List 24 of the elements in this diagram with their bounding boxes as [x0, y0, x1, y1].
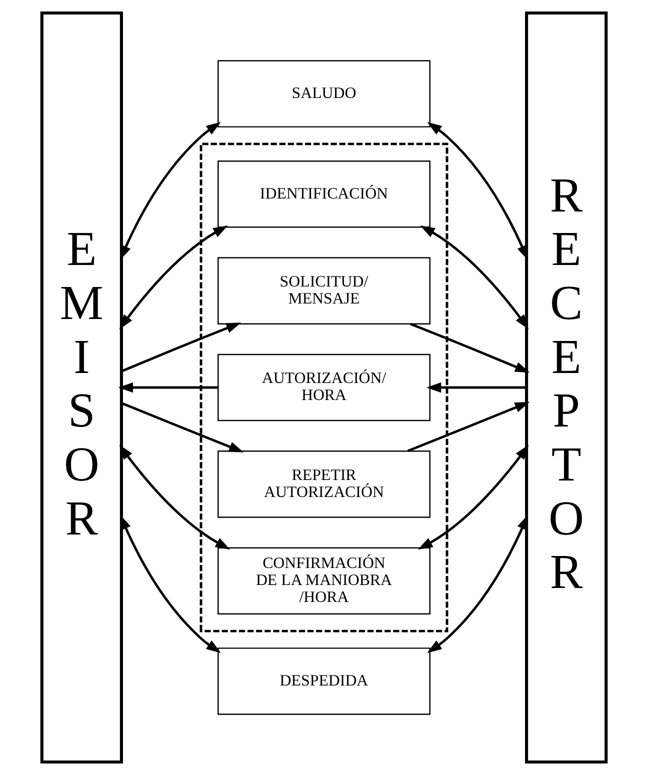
- node-box: DESPEDIDA: [217, 648, 430, 715]
- arrow: [426, 382, 526, 393]
- node-box: AUTORIZACIÓN/ HORA: [217, 354, 430, 422]
- arrow: [420, 225, 528, 330]
- node-box: REPETIR AUTORIZACIÓN: [217, 450, 430, 518]
- arrow: [120, 514, 220, 653]
- arrow: [426, 122, 528, 260]
- arrow: [417, 444, 528, 550]
- arrow: [120, 322, 240, 372]
- arrow: [120, 122, 220, 260]
- arrow: [118, 444, 230, 550]
- cluster: [199, 142, 448, 632]
- arrow: [410, 322, 530, 373]
- arrow: [118, 225, 228, 330]
- node-box: SOLICITUD/ MENSAJE: [217, 257, 430, 324]
- arrow: [118, 382, 218, 393]
- node-box: IDENTIFICACIÓN: [217, 160, 430, 228]
- node-box: SALUDO: [217, 60, 430, 128]
- arrow: [120, 402, 244, 452]
- arrow: [426, 514, 528, 653]
- node-box: RECEPTOR: [524, 11, 608, 764]
- arrow: [406, 402, 530, 452]
- node-box: CONFIRMACIÓN DE LA MANIOBRA /HORA: [217, 547, 430, 615]
- node-box: EMISOR: [40, 11, 122, 764]
